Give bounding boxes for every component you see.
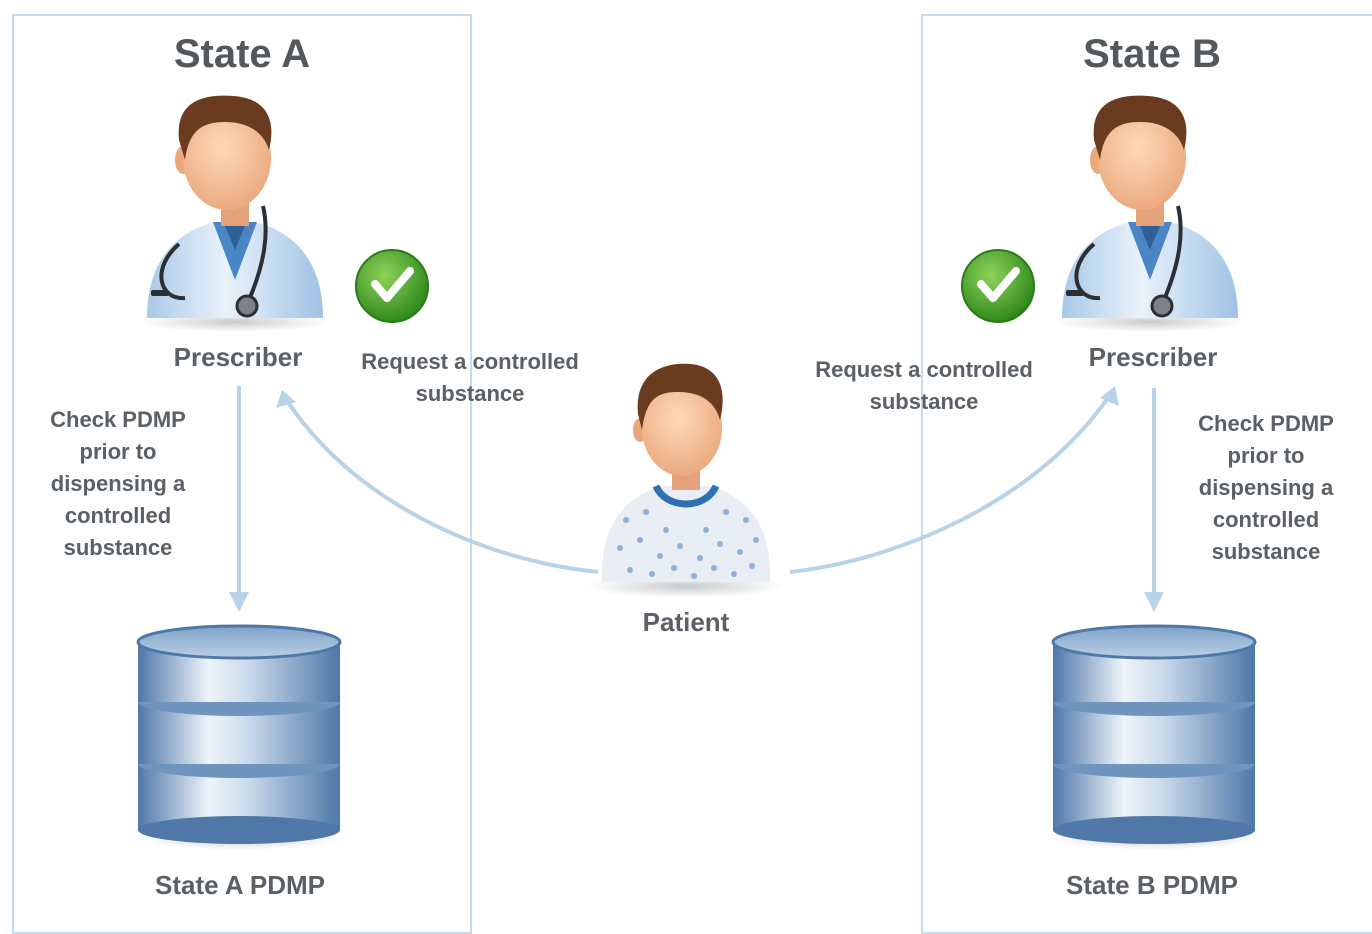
arrowhead-prescriber-a <box>276 390 296 408</box>
prescriber-b-label: Prescriber <box>1088 342 1218 372</box>
state-a-pdmp-label: State A PDMP <box>155 870 325 900</box>
patient-icon <box>586 363 786 598</box>
arrowhead-prescriber-b <box>1100 386 1119 406</box>
state-b-pdmp-label: State B PDMP <box>1066 870 1238 900</box>
check-note-b-line: controlled <box>1212 507 1320 532</box>
check-note-a: Check PDMP prior to dispensing a control… <box>18 404 218 564</box>
request-note-a-line: Request a controlled <box>361 349 579 374</box>
request-note-b: Request a controlled substance <box>784 354 1064 418</box>
request-note-b-line: substance <box>869 389 979 414</box>
arrowhead-pdmp-a <box>229 592 249 612</box>
check-note-a-line: controlled <box>64 503 172 528</box>
request-note-a: Request a controlled substance <box>330 346 610 410</box>
check-note-b-line: prior to <box>1227 443 1305 468</box>
doctor-icon <box>1055 95 1245 332</box>
check-note-a-line: prior to <box>79 439 157 464</box>
patient-label: Patient <box>642 607 730 637</box>
green-checkmark-icon <box>355 249 429 323</box>
green-checkmark-icon <box>961 249 1035 323</box>
doctor-icon <box>140 95 330 332</box>
check-note-b: Check PDMP prior to dispensing a control… <box>1166 408 1366 568</box>
request-note-b-line: Request a controlled <box>815 357 1033 382</box>
check-note-a-line: Check PDMP <box>50 407 186 432</box>
check-note-b-line: dispensing a <box>1198 475 1334 500</box>
check-note-b-line: substance <box>1211 539 1321 564</box>
database-cylinder-icon <box>1050 624 1258 850</box>
prescriber-a-label: Prescriber <box>173 342 303 372</box>
state-b-title: State B <box>1083 32 1221 76</box>
database-cylinder-icon <box>135 624 343 850</box>
arrowhead-pdmp-b <box>1144 592 1164 612</box>
state-a-title: State A <box>173 32 311 76</box>
request-note-a-line: substance <box>415 381 525 406</box>
arrow-patient-to-prescriber-a <box>282 394 599 574</box>
check-note-a-line: substance <box>63 535 173 560</box>
arrow-patient-to-prescriber-b <box>789 390 1114 574</box>
check-note-b-line: Check PDMP <box>1198 411 1334 436</box>
check-note-a-line: dispensing a <box>50 471 186 496</box>
